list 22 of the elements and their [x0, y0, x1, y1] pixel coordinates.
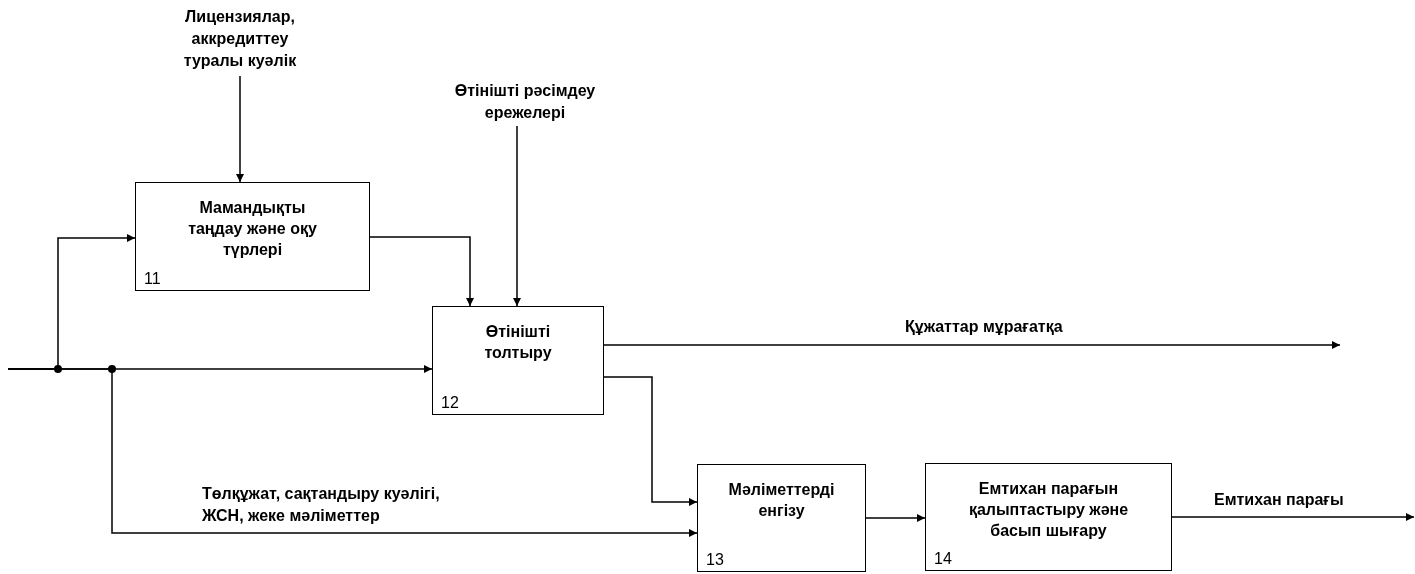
box-number: 14 — [934, 550, 952, 568]
arrow — [1171, 513, 1415, 521]
process-label: Мамандықты таңдау және оқу түрлері — [187, 198, 318, 260]
process-box — [135, 182, 370, 291]
arrow — [236, 75, 244, 183]
arrow — [603, 341, 1341, 349]
input-label: Лицензиялар, аккредиттеу туралы куәлік — [165, 6, 315, 76]
process-box — [925, 463, 1172, 571]
process-label: Өтінішті толтыру — [483, 322, 553, 363]
arrow — [369, 236, 474, 307]
arrow — [7, 368, 698, 537]
box-number: 11 — [144, 270, 161, 288]
box-number: 13 — [706, 551, 724, 569]
process-box — [697, 464, 866, 572]
input-label: Өтінішті рәсімдеу ережелері — [425, 80, 625, 126]
process-box — [432, 306, 604, 415]
process-label: Мәліметтерді енгізу — [727, 480, 836, 521]
arrow — [865, 514, 926, 522]
process-label: Емтихан парағын қалыптастыру және басып шығару — [967, 479, 1130, 541]
box-number: 12 — [441, 394, 459, 412]
arrow — [513, 125, 521, 307]
arrow — [603, 376, 698, 506]
